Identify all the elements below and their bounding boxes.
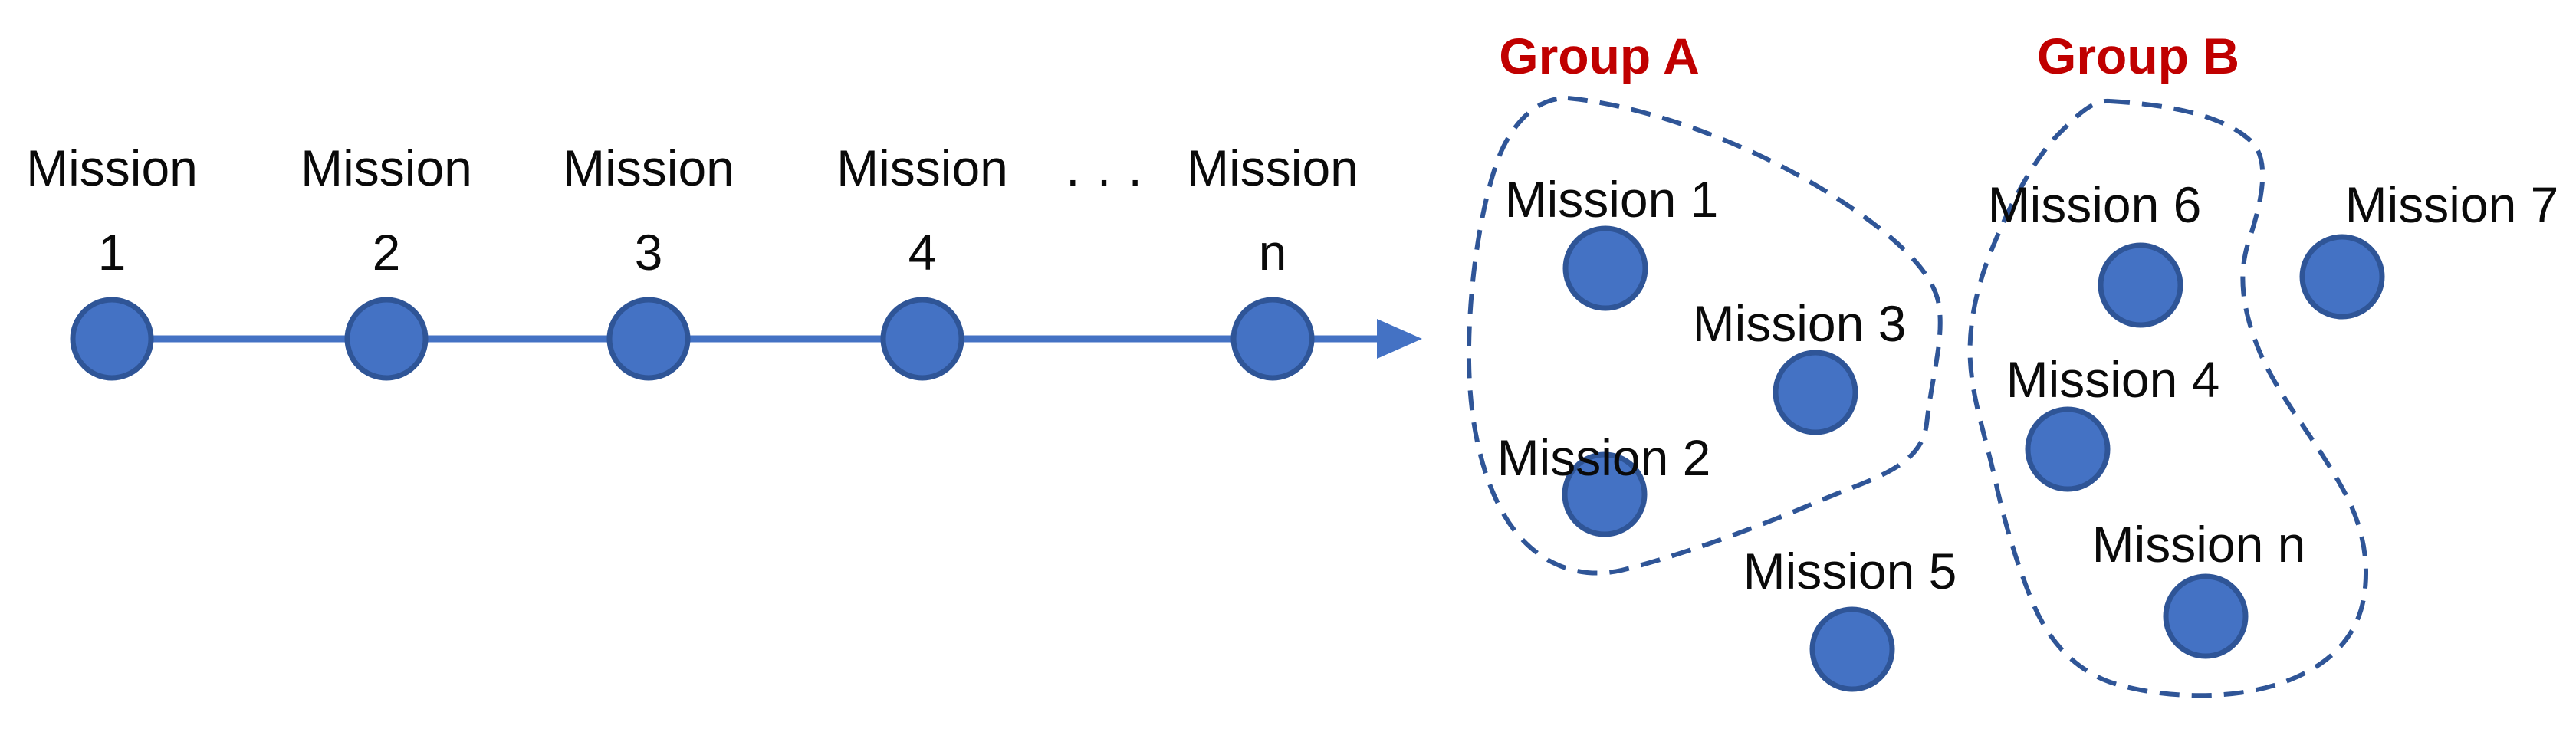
group-b-label: Group B [2037,28,2239,84]
group-a-outline [1466,95,1943,576]
timeline-node-circle [344,297,429,381]
timeline-node-number: n [1259,224,1287,281]
scatter-node-label: Mission 2 [1497,429,1711,486]
scatter-node-label: Mission 7 [2345,176,2559,233]
scatter-node-circle-mission-n [2163,573,2249,659]
scatter-node-circle-mission-2 [1562,451,1648,537]
scatter-node-circle-mission-7 [2299,234,2385,320]
timeline-node-label: Mission [26,140,198,196]
timeline-arrowhead-icon [1377,319,1422,359]
timeline-node-label: Mission [301,140,472,196]
timeline-node-circle [70,297,154,381]
scatter-node-label: Mission 6 [1988,176,2202,233]
scatter-node-circle-mission-6 [2098,242,2183,328]
scatter-node-circle-mission-5 [1809,606,1895,692]
scatter-node-circle-mission-1 [1562,225,1648,311]
scatter-node-label: Mission 3 [1693,295,1907,352]
timeline-node-number: 4 [909,224,937,281]
scatter-node-label: Mission 1 [1505,171,1719,228]
scatter-node-label: Mission 4 [2006,351,2220,408]
timeline-node-label: Mission [563,140,734,196]
scatter-node-circle-mission-3 [1773,350,1858,435]
timeline-node-label: Mission [1187,140,1359,196]
timeline-node-number: 1 [98,224,127,281]
scatter-node-label: Mission 5 [1743,543,1957,599]
timeline-node-number: 3 [635,224,663,281]
timeline-node-circle [1230,297,1315,381]
timeline-node-circle [606,297,691,381]
scatter-node-circle-mission-4 [2025,406,2111,492]
timeline-node-number: 2 [373,224,401,281]
group-a-label: Group A [1499,28,1700,84]
scatter-node-label: Mission n [2092,516,2306,573]
group-b-outline [1967,98,2368,698]
timeline-node-label: Mission [836,140,1008,196]
timeline-node-circle [880,297,964,381]
timeline-ellipsis: . . . [1066,140,1144,196]
